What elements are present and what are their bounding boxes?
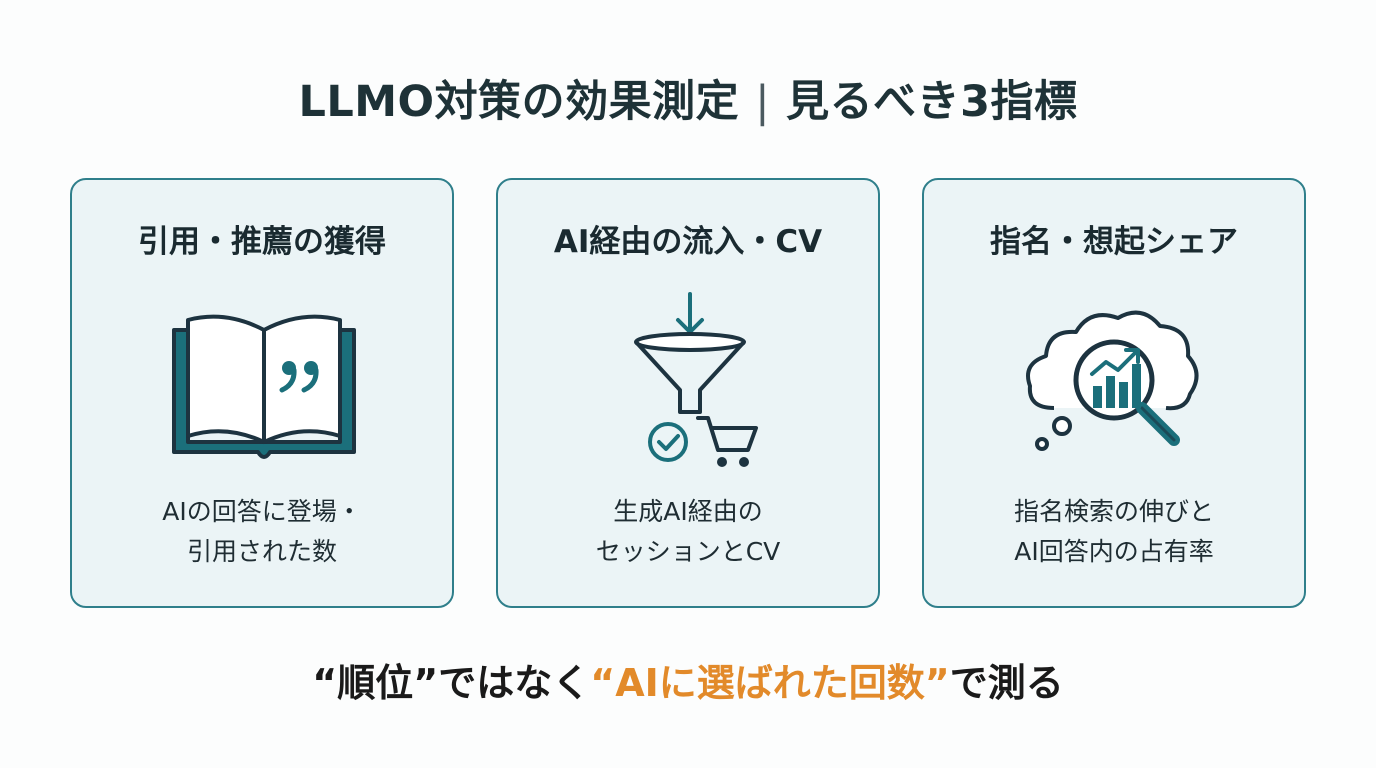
page-title: LLMO対策の効果測定 | 見るべき3指標 [0, 72, 1376, 132]
card-title: 引用・推薦の獲得 [138, 224, 386, 260]
card-title: AI経由の流入・CV [553, 224, 823, 260]
tagline-accent: “AIに選ばれた回数” [590, 661, 950, 705]
card-description-line: 指名検索の伸びと [1013, 497, 1214, 526]
card-description: 指名検索の伸びと AI回答内の占有率 [924, 492, 1304, 572]
card-brand-share: 指名・想起シェア [922, 178, 1306, 608]
funnel-cart-icon [570, 290, 810, 480]
tagline-part1: “順位”ではなく [312, 661, 591, 705]
card-description-line: AIの回答に登場・ [162, 497, 362, 526]
page-title-sub: 見るべき3指標 [786, 77, 1078, 127]
tagline: “順位”ではなく“AIに選ばれた回数”で測る [0, 655, 1376, 711]
card-description: 生成AI経由の セッションとCV [498, 492, 878, 572]
metric-cards: 引用・推薦の獲得 AIの回答に登場・ 引用された数 [70, 178, 1306, 610]
card-description-line: セッションとCV [595, 537, 781, 566]
card-title: 指名・想起シェア [990, 224, 1238, 260]
thought-magnifier-chart-icon [996, 290, 1236, 480]
title-separator: | [755, 77, 771, 127]
card-citation: 引用・推薦の獲得 AIの回答に登場・ 引用された数 [70, 178, 454, 608]
card-description-line: 生成AI経由の [613, 497, 763, 526]
card-description: AIの回答に登場・ 引用された数 [72, 492, 452, 572]
page-title-main: LLMO対策の効果測定 [298, 77, 740, 127]
card-ai-traffic: AI経由の流入・CV 生成AI経由の セッションとCV [496, 178, 880, 608]
open-book-quote-icon [144, 290, 384, 480]
card-description-line: 引用された数 [186, 537, 337, 566]
card-description-line: AI回答内の占有率 [1014, 537, 1214, 566]
tagline-part2: で測る [949, 661, 1064, 705]
